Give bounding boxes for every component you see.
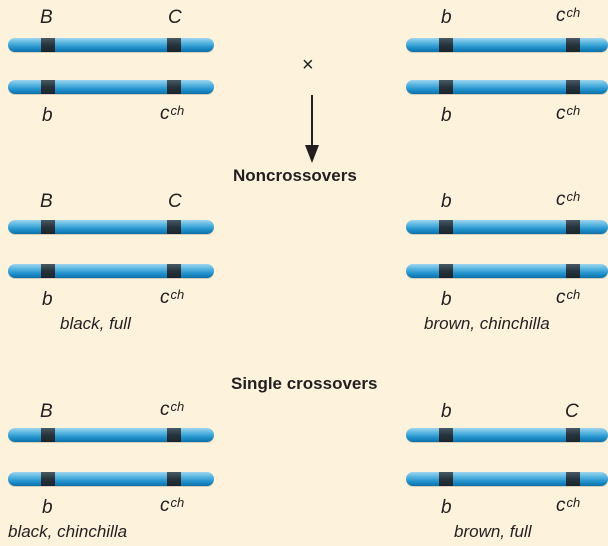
chromosome bbox=[8, 80, 214, 94]
locus-label: B bbox=[40, 401, 53, 422]
chromosome bbox=[406, 220, 608, 234]
locus-label: B bbox=[40, 7, 53, 28]
chromosome bbox=[8, 38, 214, 52]
noncrossovers-heading: Noncrossovers bbox=[233, 166, 357, 185]
cross-symbol: × bbox=[302, 54, 314, 76]
chromosome bbox=[8, 472, 214, 486]
phenotype-label: brown, full bbox=[454, 522, 532, 541]
chromosome bbox=[406, 264, 608, 278]
phenotype-label: black, chinchilla bbox=[8, 522, 128, 541]
locus-label: cch bbox=[160, 495, 185, 516]
gene-band bbox=[566, 264, 580, 278]
chromosome bbox=[406, 38, 608, 52]
locus-label: b bbox=[441, 191, 452, 212]
gene-band bbox=[41, 38, 55, 52]
arrow-down-icon bbox=[305, 145, 319, 163]
gene-band bbox=[439, 428, 453, 442]
locus-label: b bbox=[441, 289, 452, 310]
chromosome bbox=[406, 428, 608, 442]
gene-band bbox=[41, 80, 55, 94]
gene-band bbox=[167, 220, 181, 234]
gene-band bbox=[566, 38, 580, 52]
gene-band bbox=[566, 80, 580, 94]
gene-band bbox=[439, 220, 453, 234]
chromosome bbox=[8, 428, 214, 442]
locus-label: cch bbox=[556, 189, 581, 210]
locus-label: cch bbox=[160, 287, 185, 308]
gene-band bbox=[167, 428, 181, 442]
phenotype-label: brown, chinchilla bbox=[424, 314, 550, 333]
gene-band bbox=[566, 472, 580, 486]
locus-label: b bbox=[42, 289, 53, 310]
gene-band bbox=[439, 472, 453, 486]
locus-label: cch bbox=[556, 103, 581, 124]
locus-label: b bbox=[441, 7, 452, 28]
chromosome bbox=[406, 472, 608, 486]
locus-label: C bbox=[168, 7, 182, 28]
locus-label: cch bbox=[160, 103, 185, 124]
gene-band bbox=[566, 220, 580, 234]
gene-band bbox=[41, 472, 55, 486]
gene-band bbox=[41, 220, 55, 234]
locus-label: b bbox=[42, 497, 53, 518]
locus-label: b bbox=[441, 105, 452, 126]
locus-label: b bbox=[441, 401, 452, 422]
locus-label: B bbox=[40, 191, 53, 212]
gene-band bbox=[167, 80, 181, 94]
gene-band bbox=[167, 472, 181, 486]
chromosome bbox=[406, 80, 608, 94]
phenotype-label: black, full bbox=[60, 314, 131, 333]
gene-band bbox=[566, 428, 580, 442]
locus-label: cch bbox=[160, 399, 185, 420]
chromosome bbox=[8, 264, 214, 278]
locus-label: b bbox=[42, 105, 53, 126]
arrow-shaft bbox=[311, 95, 313, 147]
locus-label: C bbox=[168, 191, 182, 212]
locus-label: cch bbox=[556, 495, 581, 516]
locus-label: cch bbox=[556, 5, 581, 26]
locus-label: b bbox=[441, 497, 452, 518]
locus-label: C bbox=[565, 401, 579, 422]
gene-band bbox=[167, 264, 181, 278]
gene-band bbox=[41, 428, 55, 442]
single-crossovers-heading: Single crossovers bbox=[231, 374, 378, 393]
gene-band bbox=[439, 38, 453, 52]
locus-label: cch bbox=[556, 287, 581, 308]
gene-band bbox=[41, 264, 55, 278]
gene-band bbox=[439, 264, 453, 278]
gene-band bbox=[439, 80, 453, 94]
chromosome bbox=[8, 220, 214, 234]
gene-band bbox=[167, 38, 181, 52]
